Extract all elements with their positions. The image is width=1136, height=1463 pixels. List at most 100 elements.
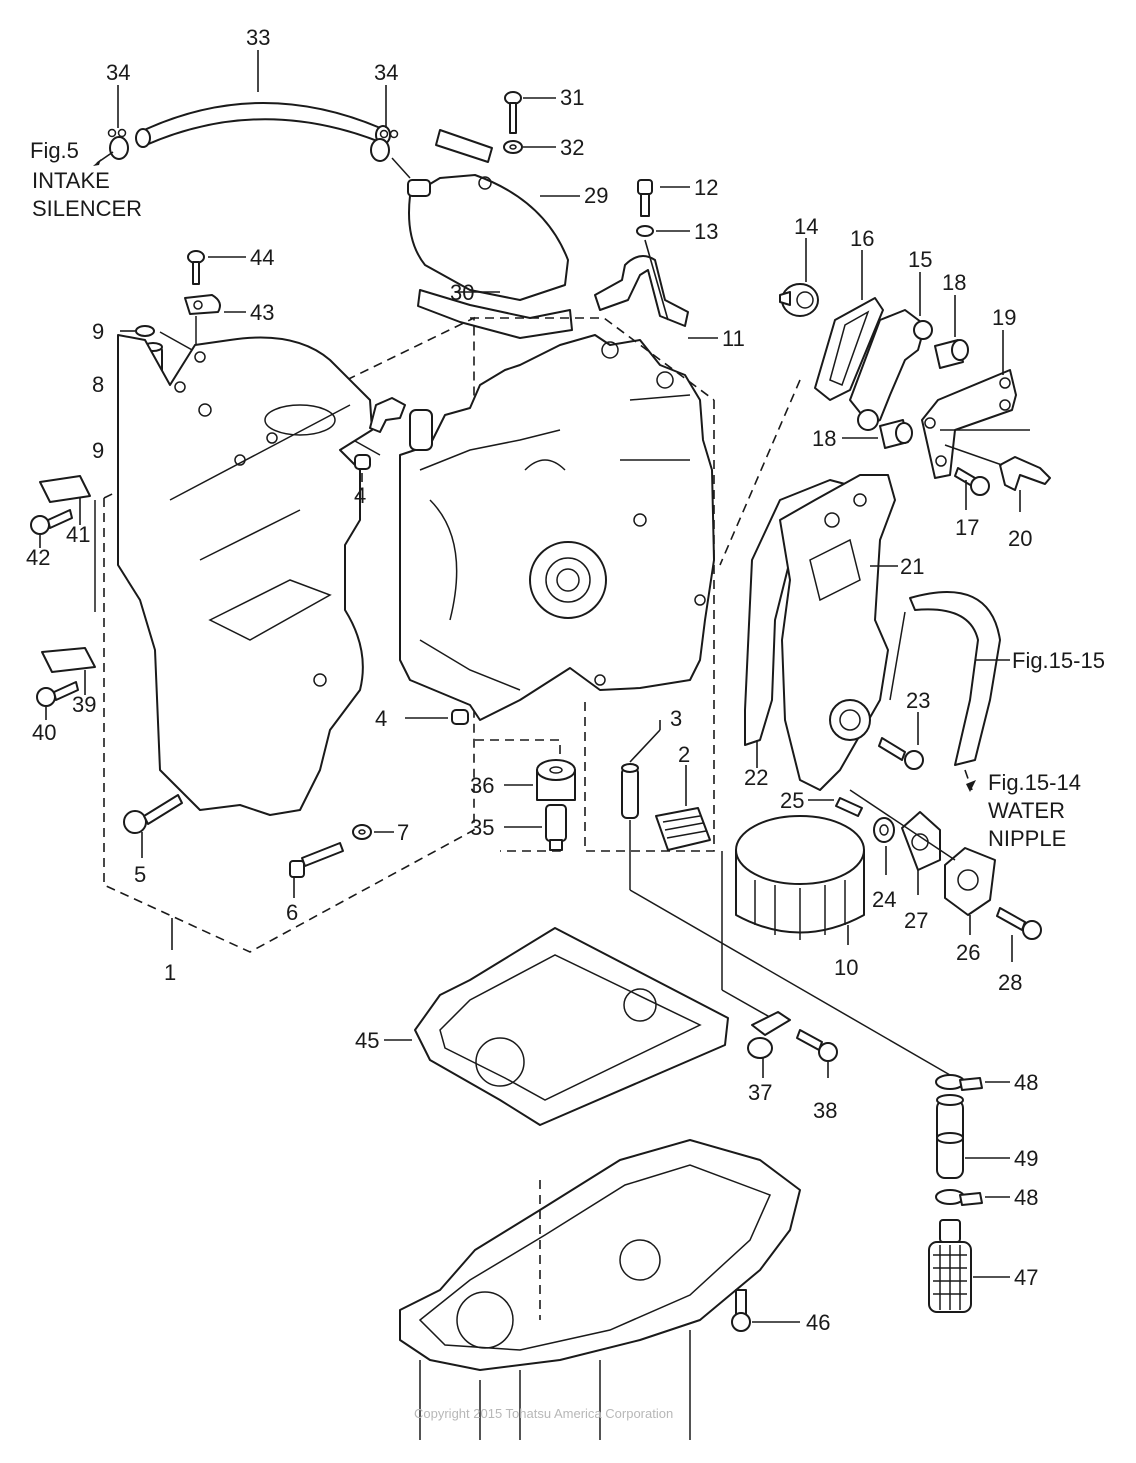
callout-41[interactable]: 41 <box>66 522 90 547</box>
thermostat-housing-15[interactable] <box>849 309 933 431</box>
callout-32[interactable]: 32 <box>560 135 584 160</box>
callout-13[interactable]: 13 <box>694 219 718 244</box>
callout-33[interactable]: 33 <box>246 25 270 50</box>
callout-45[interactable]: 45 <box>355 1028 379 1053</box>
callout-43[interactable]: 43 <box>250 300 274 325</box>
callout-21[interactable]: 21 <box>900 554 924 579</box>
callout-46[interactable]: 46 <box>806 1310 830 1335</box>
bolt-38[interactable] <box>796 1029 838 1062</box>
cover-26[interactable] <box>944 847 996 916</box>
plate-39[interactable] <box>41 647 96 673</box>
breather-hose[interactable] <box>135 102 391 148</box>
callout-48-bottom[interactable]: 48 <box>1014 1185 1038 1210</box>
callout-10[interactable]: 10 <box>834 955 858 980</box>
pipe-3[interactable] <box>621 763 639 819</box>
cylinder-block[interactable] <box>399 334 715 721</box>
water-hose[interactable] <box>909 591 1001 766</box>
bolt-40[interactable] <box>36 681 79 707</box>
callout-36[interactable]: 36 <box>470 773 494 798</box>
bolt-23[interactable] <box>878 737 924 770</box>
callout-3[interactable]: 3 <box>670 706 682 731</box>
elbow-fitting[interactable] <box>369 397 406 433</box>
callout-4-bottom[interactable]: 4 <box>375 706 387 731</box>
bracket-19[interactable] <box>921 369 1017 479</box>
callout-6[interactable]: 6 <box>286 900 298 925</box>
callout-34-left[interactable]: 34 <box>106 60 130 85</box>
ref-fig15-15[interactable]: Fig.15-15 <box>1012 648 1105 673</box>
breather-gasket[interactable] <box>417 289 573 339</box>
callout-17[interactable]: 17 <box>955 515 979 540</box>
clip-20[interactable] <box>999 456 1051 491</box>
clamp-43[interactable] <box>184 294 221 315</box>
callout-18-bottom[interactable]: 18 <box>812 426 836 451</box>
strainer-47[interactable] <box>928 1219 972 1313</box>
callout-24[interactable]: 24 <box>872 887 896 912</box>
plate-41[interactable] <box>39 475 91 503</box>
washer-13[interactable] <box>636 225 654 237</box>
callout-44[interactable]: 44 <box>250 245 274 270</box>
plug-2[interactable] <box>655 807 711 851</box>
ref-fig15-14[interactable]: Fig.15-14 WATER NIPPLE <box>988 770 1081 851</box>
bolt-42[interactable] <box>30 509 73 535</box>
clip-48-bottom[interactable] <box>935 1189 983 1206</box>
bolt-17[interactable] <box>954 467 990 496</box>
collar-24[interactable] <box>873 817 895 843</box>
screw-31[interactable] <box>504 91 522 134</box>
callout-29[interactable]: 29 <box>584 183 608 208</box>
bolt-6[interactable] <box>289 842 344 878</box>
hose-clip-right[interactable] <box>370 129 399 162</box>
dowel-pin-4-bottom[interactable] <box>451 709 469 725</box>
callout-42[interactable]: 42 <box>26 545 50 570</box>
callout-48-top[interactable]: 48 <box>1014 1070 1038 1095</box>
washer-7[interactable] <box>352 824 372 840</box>
oil-pan[interactable] <box>399 1139 801 1440</box>
exhaust-cover-21[interactable] <box>779 474 896 791</box>
callout-2[interactable]: 2 <box>678 742 690 767</box>
bolt-28[interactable] <box>996 907 1042 940</box>
callout-19[interactable]: 19 <box>992 305 1016 330</box>
oil-case[interactable] <box>117 334 373 816</box>
thermostat-cover-14[interactable] <box>779 283 819 317</box>
collar-36[interactable] <box>536 759 576 801</box>
hose-49[interactable] <box>936 1094 964 1179</box>
callout-37[interactable]: 37 <box>748 1080 772 1105</box>
callout-25[interactable]: 25 <box>780 788 804 813</box>
screw-25[interactable] <box>835 797 863 817</box>
callout-35[interactable]: 35 <box>470 815 494 840</box>
collar-18-top[interactable] <box>934 339 969 369</box>
callout-7[interactable]: 7 <box>397 820 409 845</box>
callout-49[interactable]: 49 <box>1014 1146 1038 1171</box>
oil-filter-10[interactable] <box>735 815 865 940</box>
callout-18-top[interactable]: 18 <box>942 270 966 295</box>
callout-34-right[interactable]: 34 <box>374 60 398 85</box>
callout-28[interactable]: 28 <box>998 970 1022 995</box>
callout-30[interactable]: 30 <box>450 280 474 305</box>
callout-16[interactable]: 16 <box>850 226 874 251</box>
callout-27[interactable]: 27 <box>904 908 928 933</box>
callout-26[interactable]: 26 <box>956 940 980 965</box>
clip-9-top[interactable] <box>135 325 155 337</box>
callout-11[interactable]: 11 <box>722 326 745 351</box>
bolt-46[interactable] <box>731 1289 751 1332</box>
callout-47[interactable]: 47 <box>1014 1265 1038 1290</box>
bracket-11[interactable] <box>594 255 689 327</box>
callout-15[interactable]: 15 <box>908 247 932 272</box>
dowel-pin-4-top[interactable] <box>354 454 371 470</box>
callout-4-top[interactable]: 4 <box>354 483 366 508</box>
collar-18-bottom[interactable] <box>879 419 913 449</box>
clamp-37[interactable] <box>747 1011 791 1059</box>
callout-9-bottom[interactable]: 9 <box>92 438 104 463</box>
callout-12[interactable]: 12 <box>694 175 718 200</box>
washer-32[interactable] <box>503 140 523 154</box>
breather-cover[interactable] <box>407 174 569 301</box>
baffle-plate[interactable] <box>435 129 493 163</box>
callout-38[interactable]: 38 <box>813 1098 837 1123</box>
callout-31[interactable]: 31 <box>560 85 584 110</box>
callout-22[interactable]: 22 <box>744 765 768 790</box>
hose-clip-left[interactable] <box>107 128 129 160</box>
fitting-35[interactable] <box>545 804 567 851</box>
gasket-27[interactable] <box>901 811 941 871</box>
clip-48-top[interactable] <box>935 1074 983 1091</box>
bolt-12[interactable] <box>637 179 653 217</box>
screw-44[interactable] <box>187 250 205 285</box>
